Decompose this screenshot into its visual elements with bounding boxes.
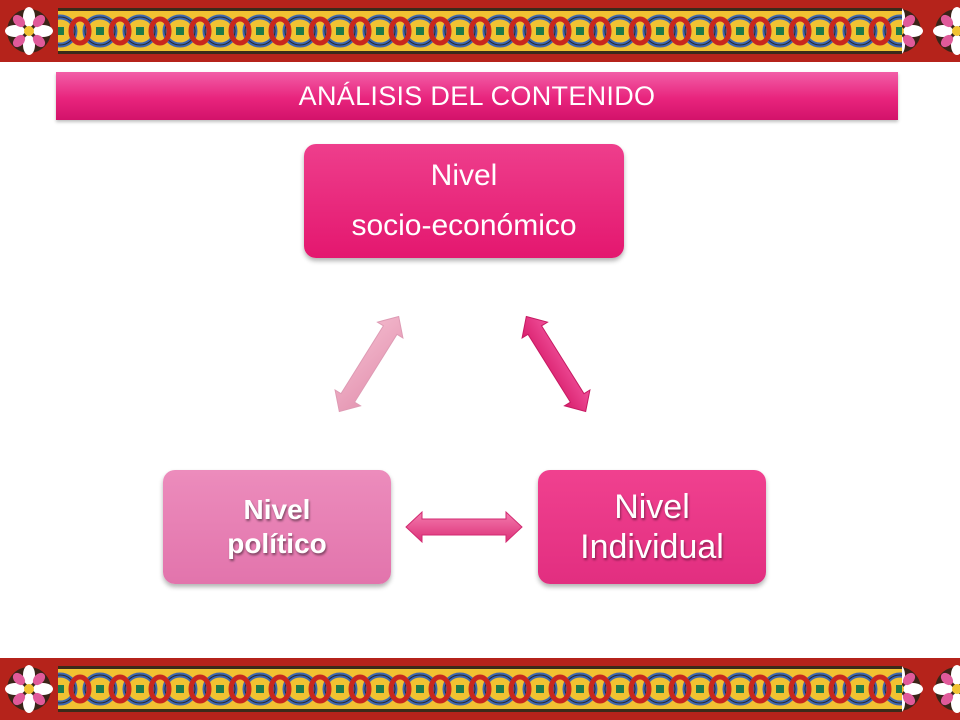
decorative-border-bottom [0, 658, 960, 720]
node-label-line2: político [227, 528, 327, 559]
decorative-border-top [0, 0, 960, 62]
double-headed-arrow-icon [521, 315, 591, 413]
node-label-line2: Individual [580, 528, 724, 566]
slide-title: ANÁLISIS DEL CONTENIDO [298, 80, 656, 111]
node-label-line1: Nivel [614, 488, 690, 526]
title-banner: ANÁLISIS DEL CONTENIDO [56, 72, 898, 120]
node-label-line1: Nivel [243, 494, 311, 525]
node-individual: Nivel Individual [538, 470, 766, 584]
double-headed-arrow-icon [334, 315, 404, 413]
double-headed-arrow-icon [405, 510, 523, 544]
node-politico: Nivel político [163, 470, 391, 584]
node-label-line2: socio-económico [351, 209, 577, 242]
decorative-border-pattern-icon [0, 0, 960, 62]
decorative-border-pattern-icon [0, 658, 960, 720]
node-label-line1: Nivel [430, 159, 498, 192]
node-socio-economico: Nivel socio-económico [304, 144, 624, 258]
